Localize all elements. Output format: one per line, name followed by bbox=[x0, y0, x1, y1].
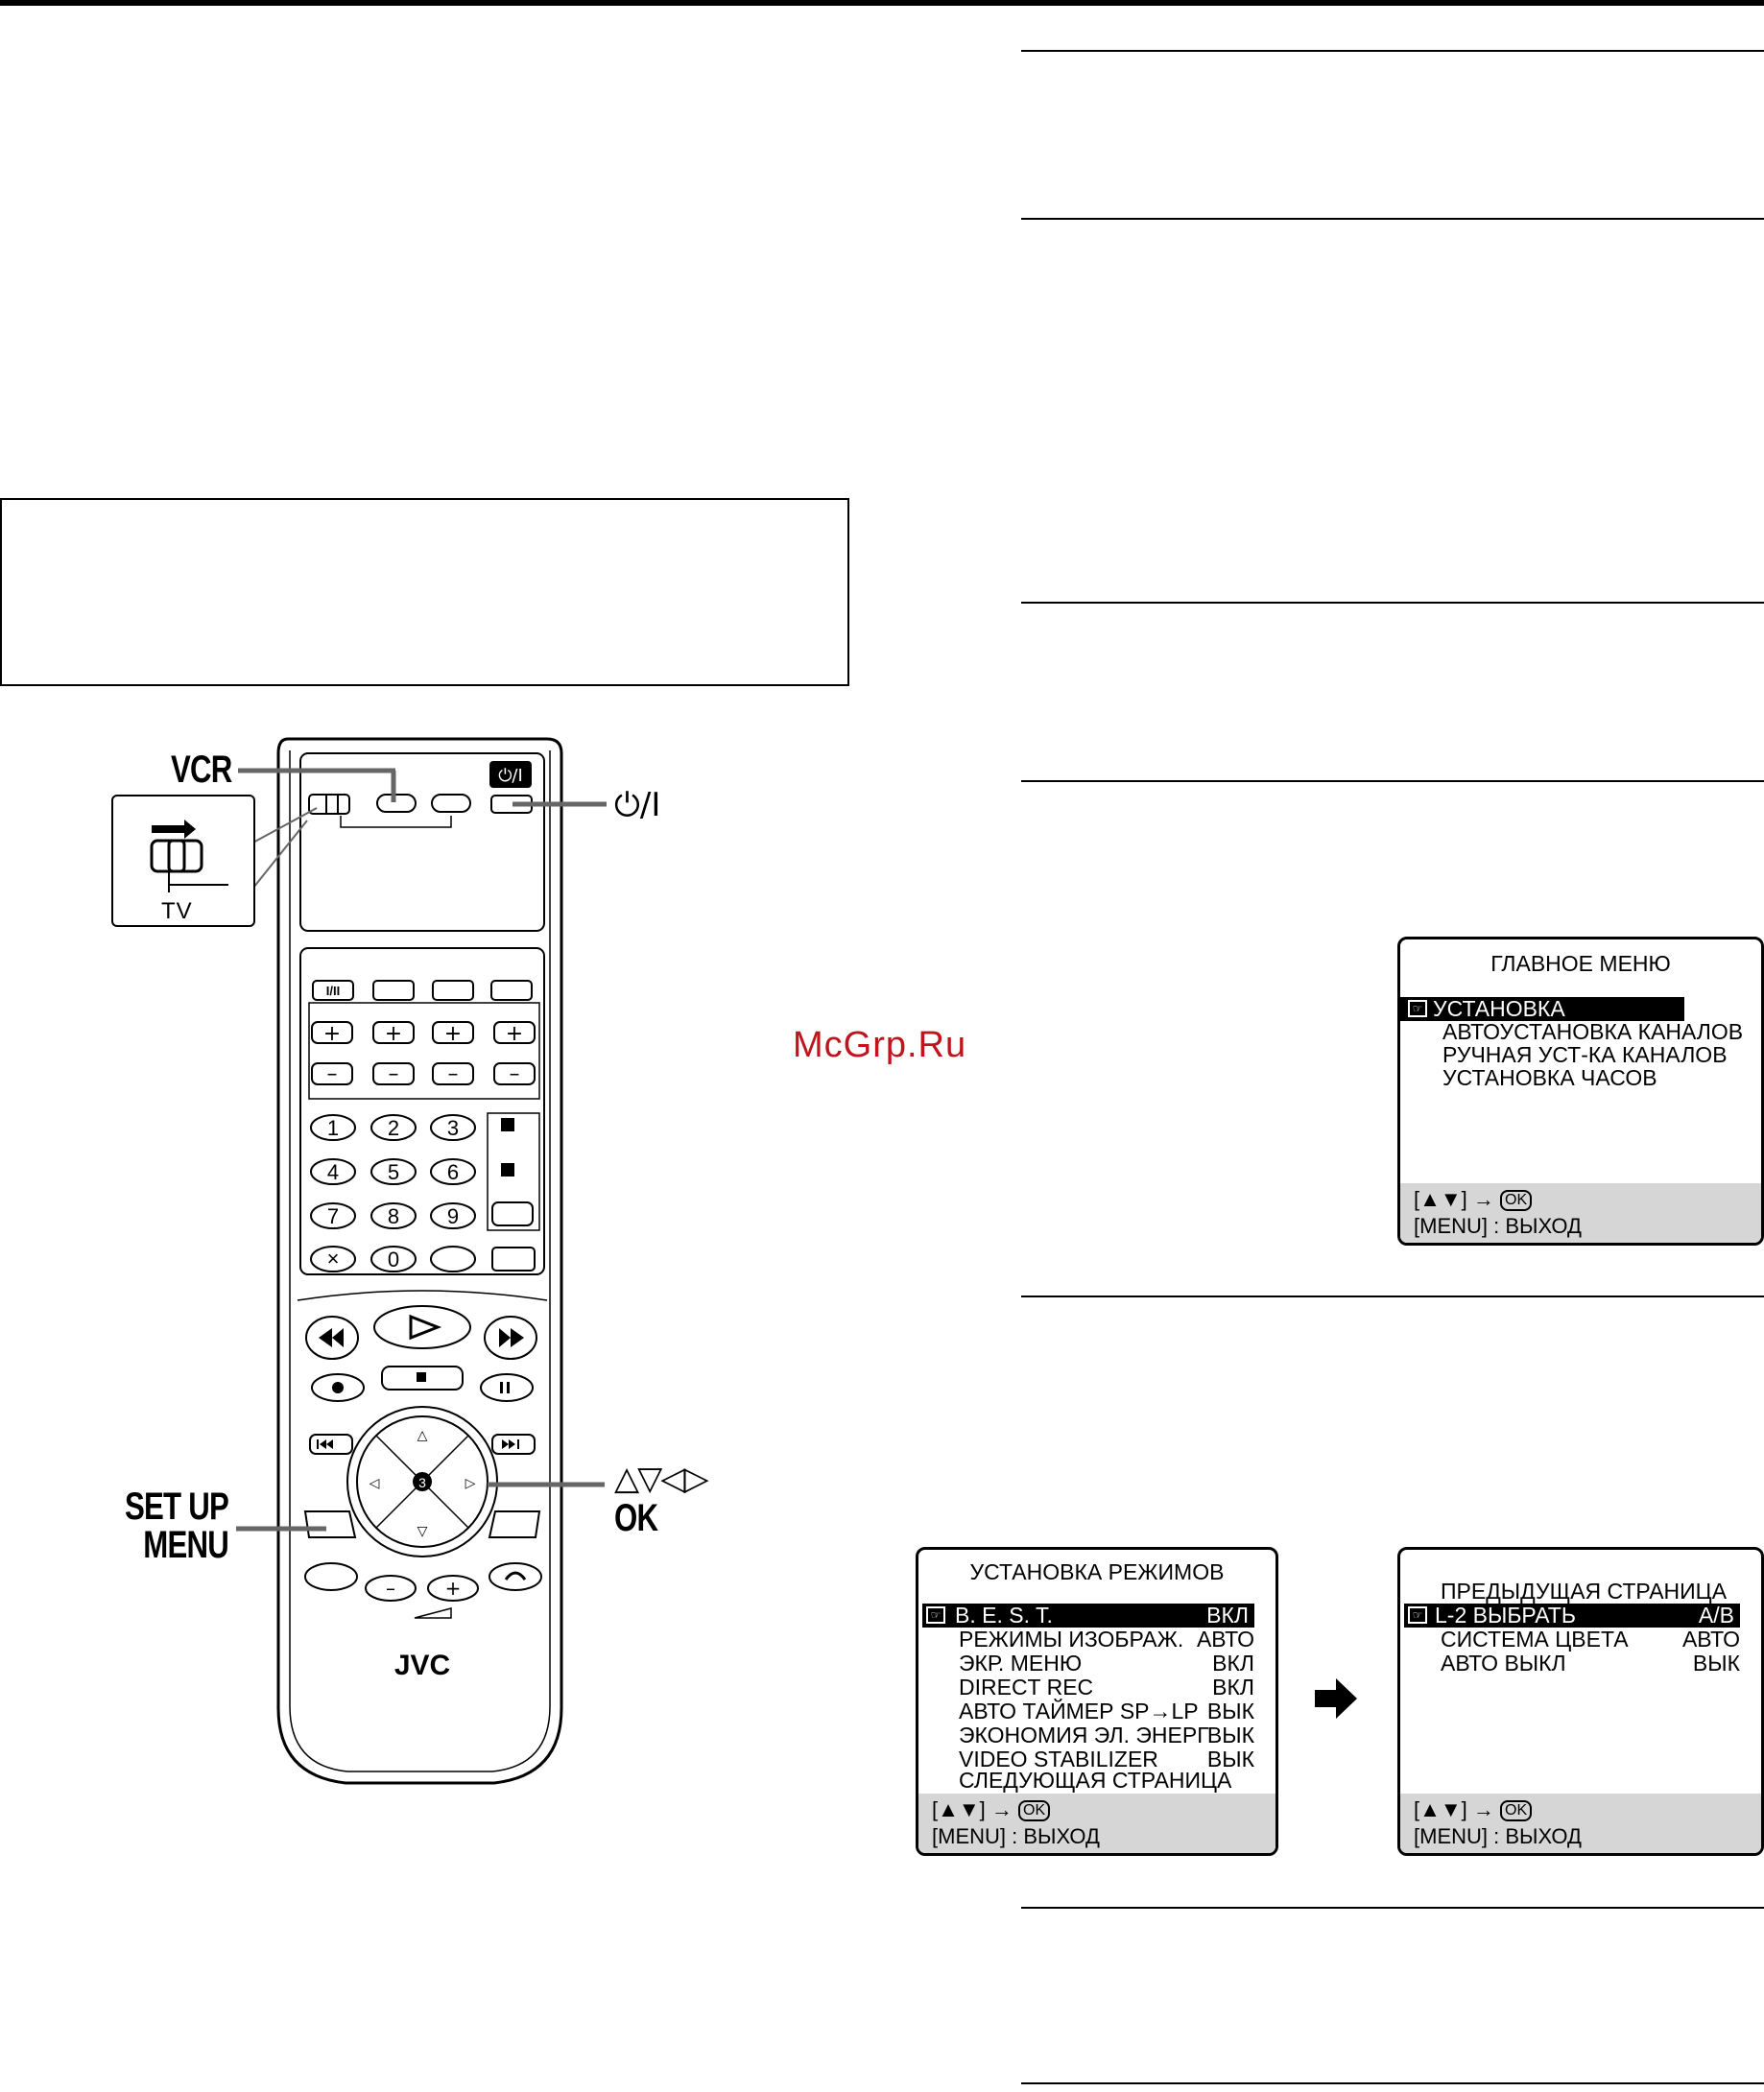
section-divider bbox=[1021, 218, 1764, 220]
svg-text:×: × bbox=[327, 1247, 340, 1271]
svg-text:8: 8 bbox=[388, 1204, 399, 1228]
osd-nav-hint: [▲▼] → bbox=[1414, 1797, 1494, 1821]
svg-text:+: + bbox=[445, 1577, 462, 1600]
ok-icon: OK bbox=[1500, 1190, 1533, 1212]
osd-menu-item: ПРЕДЫДУЩАЯ СТРАНИЦА bbox=[1441, 1579, 1728, 1604]
osd-title: УСТАНОВКА РЕЖИМОВ bbox=[969, 1559, 1225, 1584]
mode-menu-screen-page2: ПРЕДЫДУЩАЯ СТРАНИЦА ☞ L-2 ВЫБРАТЬ A/B СИ… bbox=[1397, 1547, 1764, 1856]
svg-text:◁: ◁ bbox=[369, 1476, 380, 1491]
setup-menu-callout: SET UP MENU bbox=[81, 1486, 229, 1566]
osd-exit-hint: [MENU] : ВЫХОД bbox=[932, 1824, 1100, 1848]
svg-text:+: + bbox=[444, 1022, 462, 1046]
osd-menu-item: РЕЖИМЫ ИЗОБРАЖ.АВТО bbox=[959, 1627, 1254, 1652]
section-divider bbox=[1021, 1907, 1764, 1909]
osd-nav-hint: [▲▼] → bbox=[932, 1797, 1013, 1821]
section-divider bbox=[1021, 780, 1764, 782]
svg-text:–: – bbox=[510, 1062, 520, 1086]
svg-text:–: – bbox=[327, 1062, 338, 1086]
svg-text:–: – bbox=[448, 1062, 459, 1086]
svg-text:6: 6 bbox=[447, 1160, 459, 1184]
osd-footer: [▲▼] → OK [MENU] : ВЫХОД bbox=[1400, 1183, 1761, 1243]
osd-menu-item-selected: ☞ УСТАНОВКА РЕЖИМОВ bbox=[1400, 997, 1684, 1045]
watermark: McGrp.Ru bbox=[793, 1025, 967, 1065]
note-box bbox=[0, 498, 849, 686]
main-menu-screen: ГЛАВНОЕ МЕНЮ ☞ УСТАНОВКА РЕЖИМОВ АВТОУСТ… bbox=[1397, 937, 1764, 1246]
svg-text:1: 1 bbox=[327, 1116, 339, 1140]
setup-label: SET UP bbox=[124, 1486, 229, 1528]
osd-title: ГЛАВНОЕ МЕНЮ bbox=[1490, 951, 1671, 976]
osd-footer: [▲▼] → OK [MENU] : ВЫХОД bbox=[1400, 1794, 1761, 1853]
svg-text:5: 5 bbox=[388, 1160, 399, 1184]
osd-menu-item-selected: ☞ B. E. S. T. ВКЛ bbox=[922, 1604, 1254, 1628]
vcr-callout: VCR bbox=[171, 749, 232, 791]
osd-menu-item: УСТАНОВКА ЧАСОВ bbox=[1442, 1065, 1657, 1090]
svg-text:3: 3 bbox=[447, 1116, 459, 1140]
osd-exit-hint: [MENU] : ВЫХОД bbox=[1414, 1824, 1582, 1848]
svg-text:▷: ▷ bbox=[465, 1476, 476, 1491]
svg-text:△: △ bbox=[417, 1428, 428, 1443]
callout-lines bbox=[236, 768, 607, 1532]
arrow-keys-callout: △▽◁▷ bbox=[614, 1460, 709, 1498]
menu-label: MENU bbox=[143, 1524, 229, 1566]
svg-text:+: + bbox=[323, 1022, 341, 1046]
svg-text:–: – bbox=[389, 1062, 399, 1086]
svg-text:+: + bbox=[385, 1022, 402, 1046]
svg-text:▽: ▽ bbox=[417, 1524, 428, 1539]
osd-menu-item: АВТОУСТАНОВКА КАНАЛОВ bbox=[1442, 1019, 1744, 1044]
osd-footer: [▲▼] → OK [MENU] : ВЫХОД bbox=[918, 1794, 1275, 1853]
top-rule bbox=[0, 0, 1764, 6]
svg-text:+: + bbox=[506, 1022, 523, 1046]
svg-text:3: 3 bbox=[418, 1475, 426, 1490]
svg-text:4: 4 bbox=[327, 1160, 339, 1184]
osd-exit-hint: [MENU] : ВЫХОД bbox=[1414, 1214, 1582, 1238]
ok-icon: OK bbox=[1018, 1800, 1051, 1822]
svg-text:⏻/I: ⏻/I bbox=[498, 766, 523, 786]
power-callout: ⏻/I bbox=[614, 786, 661, 824]
osd-menu-item: СЛЕДУЮЩАЯ СТРАНИЦА bbox=[959, 1768, 1232, 1793]
right-arrow-icon bbox=[1315, 1678, 1357, 1719]
section-divider bbox=[1021, 50, 1764, 52]
svg-text:–: – bbox=[386, 1577, 395, 1600]
svg-text:0: 0 bbox=[388, 1248, 399, 1272]
tv-label: TV bbox=[161, 898, 193, 924]
tv-vcr-switch-inset bbox=[111, 795, 255, 927]
osd-nav-hint: [▲▼] → bbox=[1414, 1187, 1494, 1211]
osd-menu-item-selected: ☞ L-2 ВЫБРАТЬ A/B bbox=[1404, 1604, 1740, 1628]
ok-icon: OK bbox=[1500, 1800, 1533, 1822]
remote-brand-logo: JVC bbox=[394, 1650, 450, 1681]
osd-menu-item: РУЧНАЯ УСТ-КА КАНАЛОВ bbox=[1442, 1042, 1728, 1067]
section-divider bbox=[1021, 2082, 1764, 2084]
svg-text:9: 9 bbox=[447, 1204, 459, 1228]
mode-menu-screen-page1: УСТАНОВКА РЕЖИМОВ ☞ B. E. S. T. ВКЛ РЕЖИ… bbox=[916, 1547, 1278, 1856]
svg-text:7: 7 bbox=[327, 1204, 339, 1228]
svg-text:I/II: I/II bbox=[326, 984, 340, 998]
remote-control-illustration: ⏻/I I/II + + + + – – – – 1 2 3 4 5 6 7 8… bbox=[276, 737, 563, 1785]
section-divider bbox=[1021, 602, 1764, 604]
svg-text:2: 2 bbox=[388, 1116, 399, 1140]
section-divider bbox=[1021, 1296, 1764, 1297]
ok-callout: OK bbox=[614, 1497, 658, 1539]
